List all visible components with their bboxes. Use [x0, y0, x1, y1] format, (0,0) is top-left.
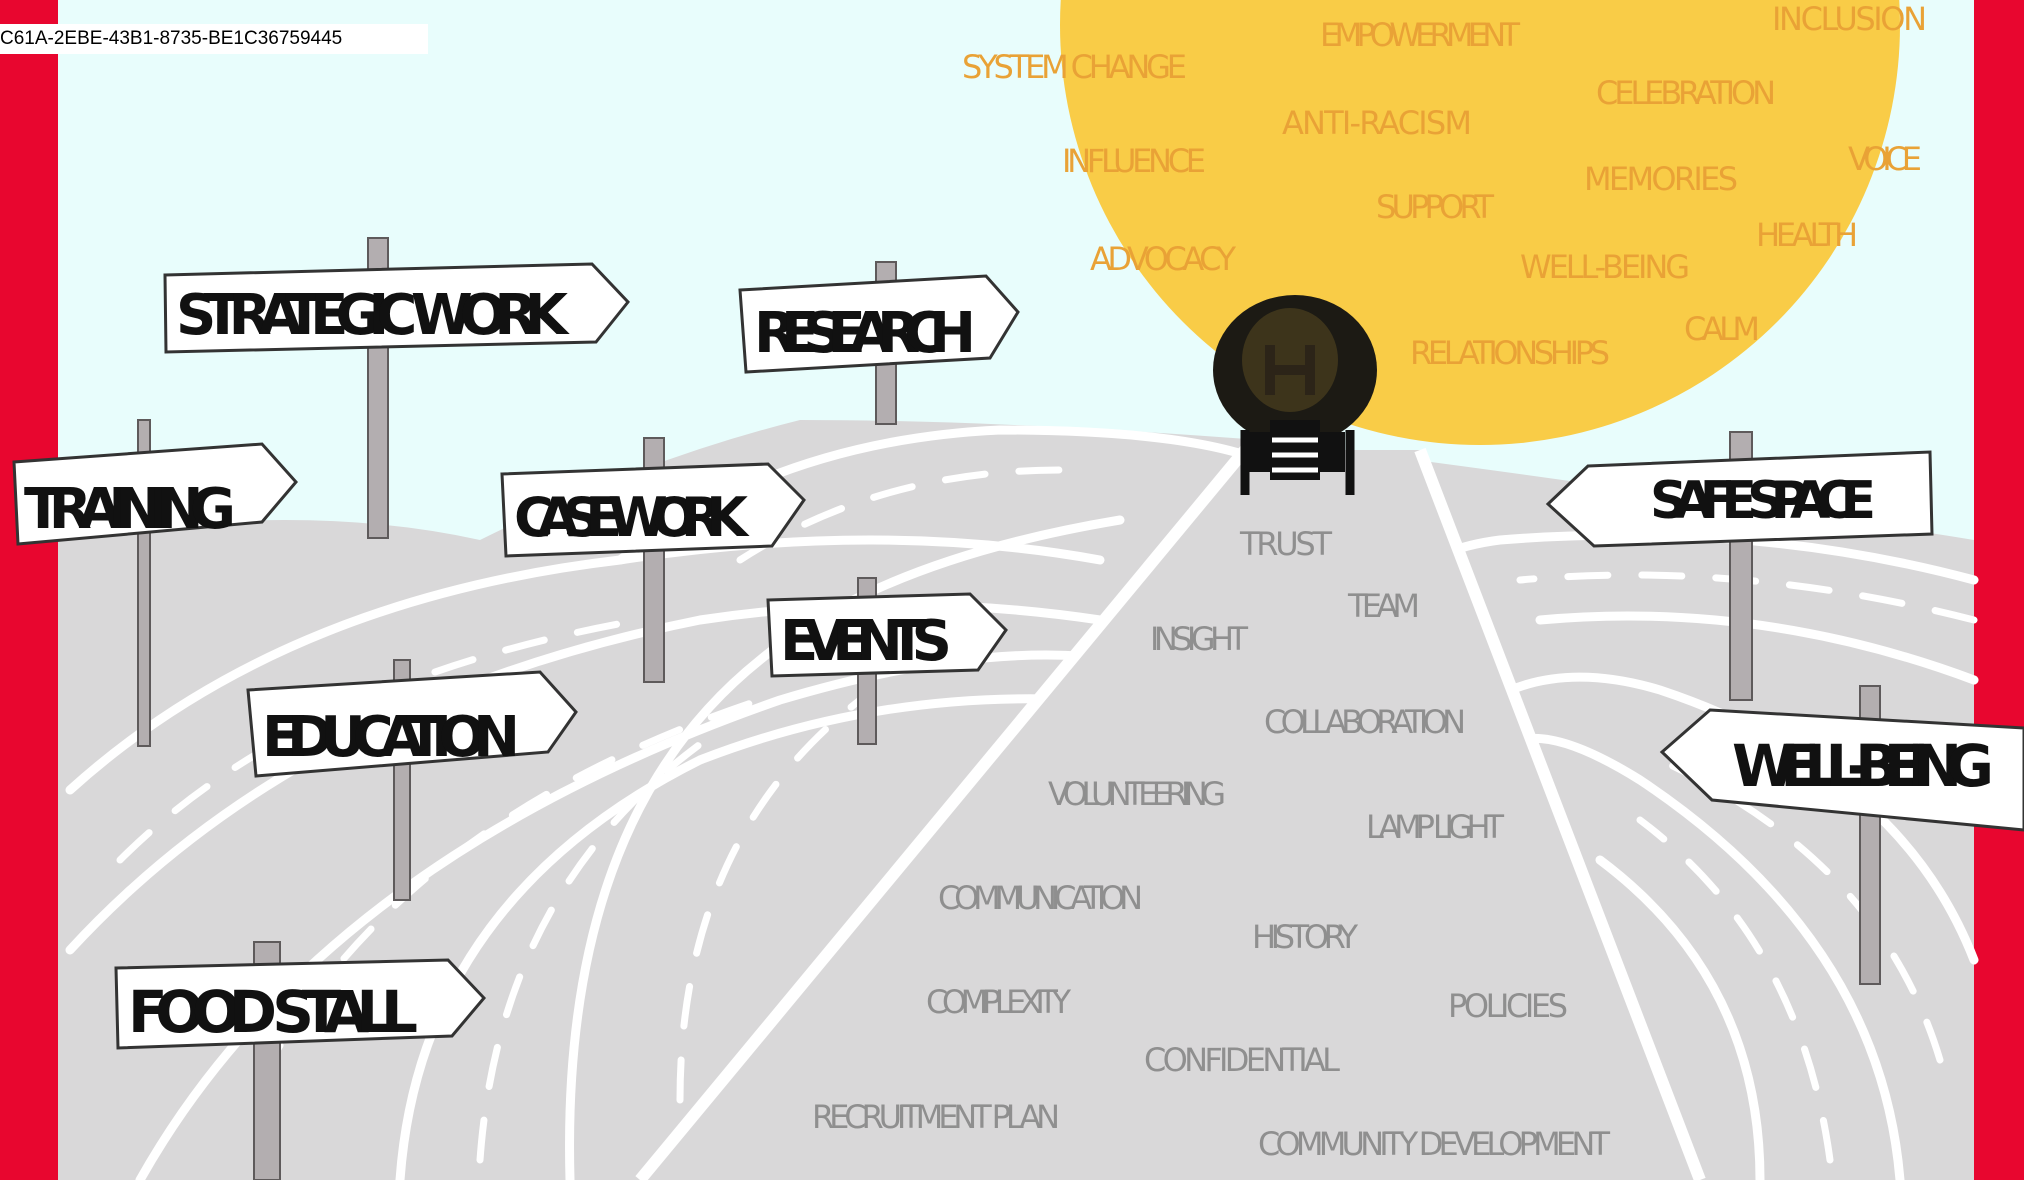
sun-word-support: SUPPORT	[1376, 188, 1494, 226]
road-word-confidential: CONFIDENTIAL	[1144, 1041, 1340, 1079]
page-id-label: C61A-2EBE-43B1-8735-BE1C36759445	[0, 24, 428, 54]
sign-food-stall: FOOD STALL	[116, 960, 484, 1048]
sign-label-education: EDUCATION	[262, 705, 520, 770]
sign-label-food-stall: FOOD STALL	[128, 978, 418, 1046]
sun-word-inclusion: INCLUSION	[1772, 0, 1927, 38]
sign-case-work: CASE WORK	[502, 464, 804, 556]
road-word-insight: INSIGHT	[1150, 620, 1248, 658]
sign-label-research: RESEARCH	[754, 301, 976, 366]
road-word-history: HISTORY	[1252, 918, 1358, 956]
sign-label-safe-space: SAFE SPACE	[1650, 471, 1876, 531]
road-word-collaboration: COLLABORATION	[1264, 703, 1466, 741]
sun-word-advocacy: ADVOCACY	[1090, 240, 1236, 278]
sun-word-health: HEALTH	[1756, 216, 1858, 254]
sun-word-influence: INFLUENCE	[1062, 142, 1206, 180]
road-word-policies: POLICIES	[1448, 987, 1568, 1025]
sun-word-anti-racism: ANTI-RACISM	[1282, 104, 1472, 142]
sun-word-celebration: CELEBRATION	[1596, 74, 1776, 112]
road-word-community-development: COMMUNITY DEVELOPMENT	[1258, 1125, 1610, 1163]
sign-events: EVENTS	[768, 594, 1006, 676]
sun-word-calm: CALM	[1684, 310, 1760, 348]
sign-label-training: TRAINING	[24, 477, 236, 542]
road-word-lamp-light: LAMP LIGHT	[1366, 808, 1504, 846]
road-word-communication: COMMUNICATION	[938, 879, 1143, 917]
road-word-recruitment-plan: RECRUITMENT PLAN	[812, 1098, 1060, 1136]
road-word-team: TEAM	[1347, 587, 1420, 625]
sun-word-system-change: SYSTEM CHANGE	[962, 48, 1187, 86]
sign-research: RESEARCH	[740, 276, 1018, 372]
road-word-trust: TRUST	[1239, 525, 1332, 563]
sun-word-relationships: RELATIONSHIPS	[1410, 334, 1610, 372]
sun-word-empowerment: EMPOWERMENT	[1320, 16, 1520, 54]
sign-label-events: EVENTS	[780, 609, 952, 674]
sun-word-memories: MEMORIES	[1584, 160, 1738, 198]
sign-label-strategic-work: STRATEGIC WORK	[176, 283, 571, 348]
sign-label-well-being: WELL-BEING	[1732, 732, 1994, 800]
sun-word-voice: VOICE	[1848, 140, 1922, 178]
road-word-volunteering: VOLUNTEERING	[1048, 775, 1226, 813]
sign-label-case-work: CASE WORK	[514, 486, 750, 549]
road-word-complexity: COMPLEXITY	[926, 983, 1071, 1021]
sign-strategic-work: STRATEGIC WORK	[165, 264, 628, 352]
sign-safe-space: SAFE SPACE	[1548, 452, 1932, 546]
sun-word-well-being: WELL-BEING	[1520, 248, 1690, 286]
